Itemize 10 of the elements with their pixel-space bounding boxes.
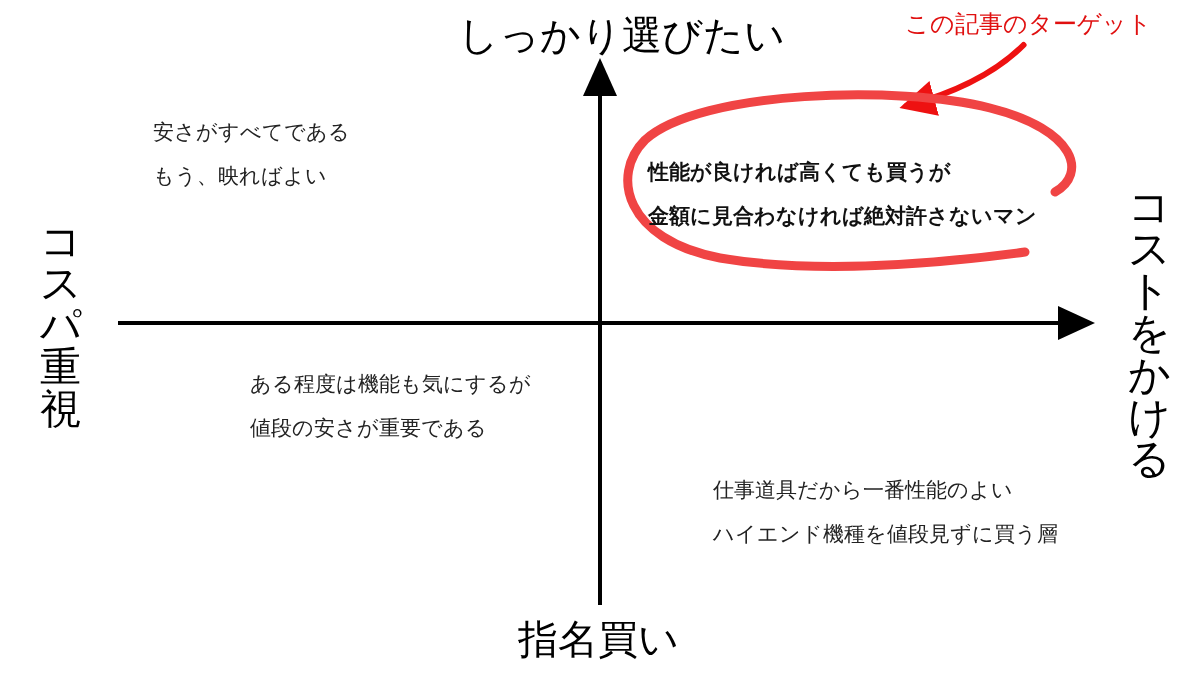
quadrant-text: 性能が良ければ高くても買うが金額に見合わなければ絶対許さないマン — [648, 159, 1037, 230]
axis-label: 指名買い — [518, 616, 679, 662]
callout-text: この記事のターゲット — [905, 10, 1152, 39]
arrow — [899, 42, 1027, 116]
axis-label: しっかり選びたい — [458, 12, 785, 58]
quadrant-text: ある程度は機能も気にするが値段の安さが重要である — [250, 371, 531, 442]
axis-label: コストをかける — [1128, 186, 1170, 480]
axis-label: コスパ重視 — [40, 220, 81, 430]
quadrant-text: 仕事道具だから一番性能のよいハイエンド機種を値段見ずに買う層 — [713, 477, 1058, 548]
quadrant-text: 安さがすべてであるもう、映ればよい — [153, 119, 350, 190]
